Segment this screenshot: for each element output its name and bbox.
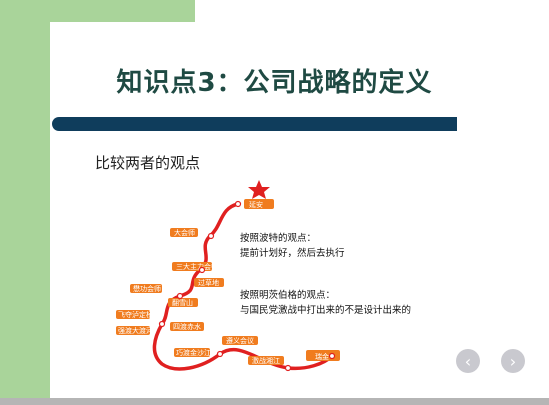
top-accent-band [0,0,195,22]
svg-text:四渡赤水: 四渡赤水 [173,322,201,331]
label-ruijin: 瑞金 [315,352,329,361]
left-accent-band [0,0,50,405]
slide-subtitle: 比较两者的观点 [95,154,201,172]
svg-text:遵义会议: 遵义会议 [226,336,254,345]
prev-slide-button[interactable]: ‹ [456,349,480,373]
label-yanan-bg [244,199,274,209]
title-underline-bar [52,117,457,131]
mintzberg-heading: 按照明茨伯格的观点： [240,290,336,301]
porter-heading: 按照波特的观点： [240,233,317,244]
svg-text:大会师: 大会师 [174,228,195,237]
chevron-right-icon: › [509,351,517,371]
stop-nodes [158,200,336,372]
svg-text:激战湘江: 激战湘江 [252,356,280,365]
star-icon [248,180,270,199]
stop-labels-text: 大会师 三大主力会师 过草地 懋功会师 翻雪山 飞夺泸定桥 强渡大渡河 四渡赤水… [118,228,280,365]
svg-text:过草地: 过草地 [198,278,219,287]
svg-text:巧渡金沙江: 巧渡金沙江 [176,348,211,357]
svg-text:三大主力会师: 三大主力会师 [176,262,218,271]
porter-text: 提前计划好，然后去执行 [240,248,345,259]
chevron-left-icon: ‹ [464,351,472,371]
long-march-route-map: 延安 瑞金 大会师 三大主力会师 过草地 懋功会师 翻雪山 飞夺泸定桥 强渡大渡… [116,180,340,372]
svg-text:飞夺泸定桥: 飞夺泸定桥 [118,310,153,319]
mintzberg-text: 与国民党激战中打出来的不是设计出来的 [240,305,412,316]
svg-text:强渡大渡河: 强渡大渡河 [118,326,153,335]
svg-text:翻雪山: 翻雪山 [172,298,193,307]
next-slide-button[interactable]: › [501,349,525,373]
slide-title: 知识点3：公司战略的定义 [116,68,433,98]
stop-labels [116,228,284,365]
svg-text:懋功会师: 懋功会师 [133,284,161,293]
label-yanan: 延安 [249,200,263,209]
bottom-strip [0,398,549,405]
